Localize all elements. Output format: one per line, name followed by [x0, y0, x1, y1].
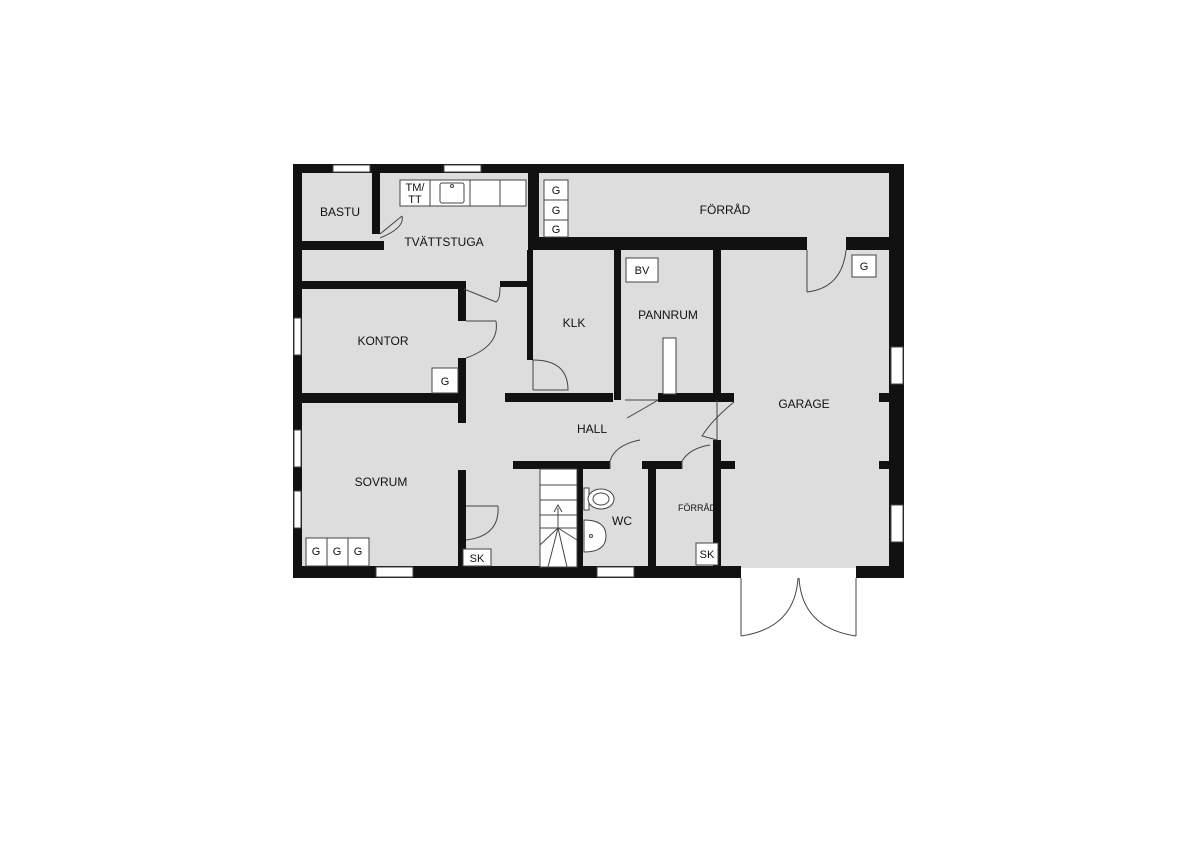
room-label-garage: GARAGE — [778, 397, 829, 411]
label-g-kontor: G — [441, 376, 450, 388]
label-g-sovrum-1: G — [312, 546, 321, 558]
garage-apron — [741, 568, 856, 576]
room-label-forrad-small: FÖRRÅD — [678, 503, 717, 513]
label-tm: TM/ — [406, 182, 426, 194]
label-g-forrad-1: G — [552, 185, 561, 197]
floor-area — [300, 172, 898, 572]
fixtures — [305, 179, 877, 567]
room-label-klk: KLK — [563, 316, 586, 330]
sink-icon — [439, 182, 465, 204]
stairs — [539, 468, 578, 568]
fixture-labels: TM/ TT G G G BV G G G G G SK SK — [312, 182, 869, 565]
label-g-sovrum-2: G — [333, 546, 342, 558]
room-label-tvattstuga: TVÄTTSTUGA — [404, 235, 483, 249]
label-tt: TT — [408, 194, 422, 206]
label-g-sovrum-3: G — [354, 546, 363, 558]
label-sk-hall: SK — [470, 553, 485, 565]
interior-walls — [302, 172, 891, 570]
windows — [293, 164, 904, 578]
room-label-hall: HALL — [577, 422, 607, 436]
toilet-icon — [583, 487, 615, 511]
label-sk-forrad: SK — [700, 549, 715, 561]
room-labels: BASTU TVÄTTSTUGA FÖRRÅD KONTOR KLK PANNR… — [320, 202, 830, 528]
doors — [379, 215, 857, 637]
label-g-garage: G — [860, 261, 869, 273]
room-label-pannrum: PANNRUM — [638, 308, 698, 322]
room-label-kontor: KONTOR — [357, 334, 408, 348]
room-label-forrad: FÖRRÅD — [700, 202, 751, 217]
room-label-wc: WC — [612, 514, 632, 528]
label-g-forrad-3: G — [552, 224, 561, 236]
room-label-bastu: BASTU — [320, 205, 360, 219]
label-g-forrad-2: G — [552, 205, 561, 217]
washbasin-icon — [583, 519, 607, 553]
label-bv: BV — [635, 265, 650, 277]
room-label-sovrum: SOVRUM — [355, 475, 408, 489]
